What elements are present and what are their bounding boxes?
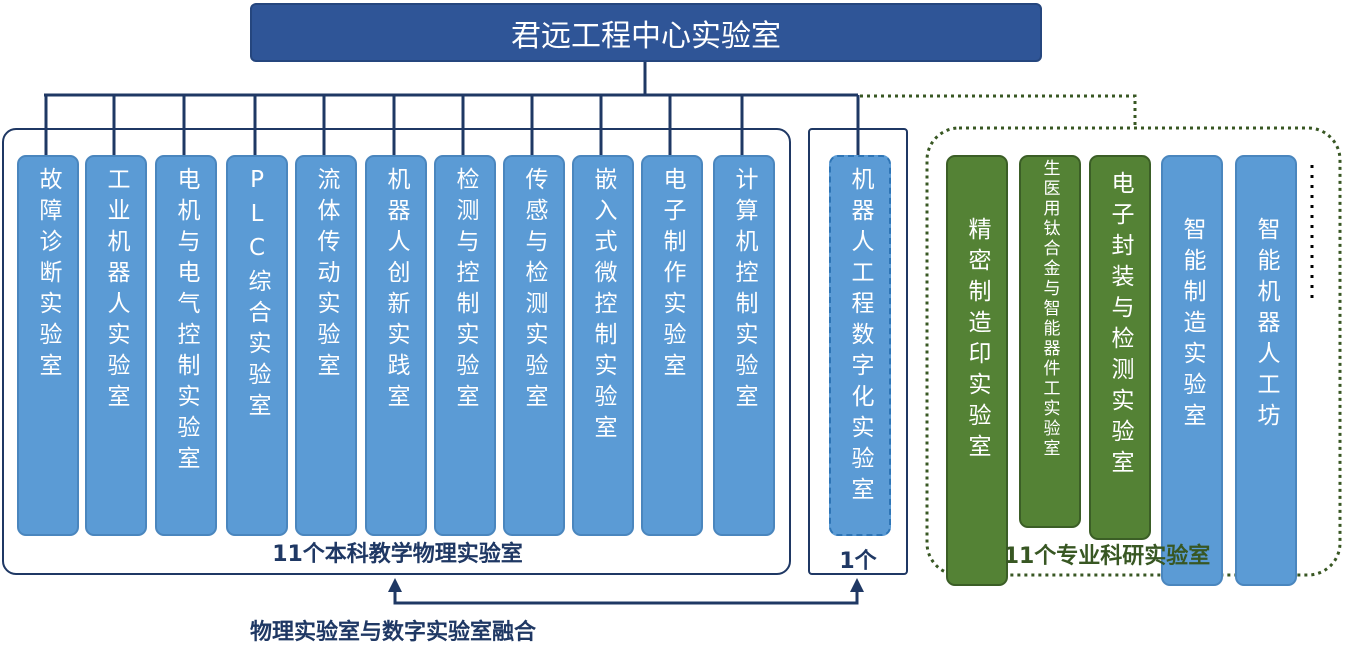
lab-label: 机器人创新实践室 — [383, 167, 409, 415]
lab-label: 流体传动实验室 — [313, 167, 339, 384]
lab-label: 故障诊断实验室 — [35, 167, 61, 384]
lab-label: 计算机控制实验室 — [731, 167, 757, 415]
lab-label: 嵌入式微控制实验室 — [590, 167, 616, 446]
physical-caption: 11个本科教学物理实验室 — [272, 542, 523, 567]
research-lab-box: 智能制造实验室 — [1161, 155, 1223, 586]
research-lab-box: 精密制造印实验室 — [946, 155, 1008, 586]
physical-lab-box: 流体传动实验室 — [295, 155, 357, 536]
lab-label: 工业机器人实验室 — [103, 167, 129, 415]
research-caption: 11个专业科研实验室 — [1003, 544, 1211, 569]
lab-label: 智能机器人工坊 — [1253, 217, 1279, 434]
physical-lab-box: 工业机器人实验室 — [85, 155, 147, 536]
arrow-up-icon — [850, 578, 864, 592]
lab-label: 检测与控制实验室 — [452, 167, 478, 415]
physical-lab-box: 嵌入式微控制实验室 — [572, 155, 634, 536]
lab-label: 电子制作实验室 — [659, 167, 685, 384]
physical-lab-box: PLC综合实验室 — [226, 155, 288, 536]
lab-label: 智能制造实验室 — [1179, 217, 1205, 434]
lab-label: 精密制造印实验室 — [964, 217, 990, 465]
research-lab-box: 智能机器人工坊 — [1235, 155, 1297, 586]
physical-lab-box: 机器人创新实践室 — [365, 155, 427, 536]
physical-lab-box: 检测与控制实验室 — [434, 155, 496, 536]
fusion-caption: 物理实验室与数字实验室融合 — [250, 620, 537, 645]
physical-lab-group — [2, 128, 791, 575]
physical-lab-box: 电机与电气控制实验室 — [155, 155, 217, 536]
research-lab-box: 生医用钛合金与智能器件工实验室 — [1019, 155, 1081, 528]
center-title: 君远工程中心实验室 — [250, 3, 1042, 62]
lab-label: PLC综合实验室 — [244, 167, 270, 424]
physical-lab-box: 计算机控制实验室 — [713, 155, 775, 536]
arrow-up-icon — [388, 578, 402, 592]
lab-label: 电子封装与检测实验室 — [1107, 171, 1133, 481]
physical-lab-box: 故障诊断实验室 — [17, 155, 79, 536]
digital-lab-box: 机器人工程数字化实验室 — [829, 155, 891, 536]
lab-label: 传感与检测实验室 — [521, 167, 547, 415]
lab-label: 生医用钛合金与智能器件工实验室 — [1039, 159, 1060, 459]
physical-lab-box: 电子制作实验室 — [641, 155, 703, 536]
digital-lab-group — [808, 128, 908, 575]
research-group-border — [925, 126, 1342, 577]
physical-lab-box: 传感与检测实验室 — [503, 155, 565, 536]
lab-label: 电机与电气控制实验室 — [173, 167, 199, 477]
digital-caption: 1个 — [839, 549, 877, 574]
research-lab-box: 电子封装与检测实验室 — [1089, 155, 1151, 540]
